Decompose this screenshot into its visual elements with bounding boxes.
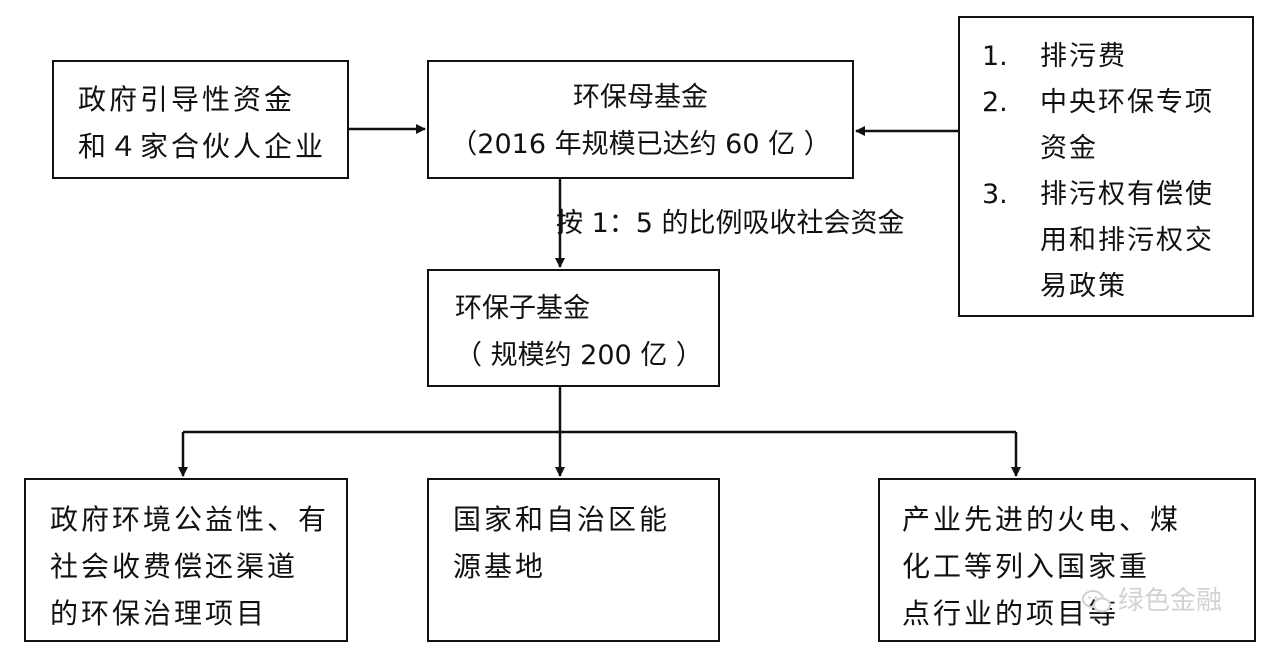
node-text-line: 和４家合伙人企业: [78, 130, 327, 163]
node-title: 环保子基金: [455, 293, 590, 324]
node-text-line: 产业先进的火电、煤: [902, 503, 1182, 536]
node-text-line: 社会收费偿还渠道: [50, 550, 299, 583]
node-text-line: 国家和自治区能: [453, 503, 671, 536]
edge-label-ratio: 按 1：5 的比例吸收社会资金: [556, 208, 905, 239]
node-mother-fund: 环保母基金 （2016 年规模已达约 60 亿 ）: [427, 60, 854, 179]
node-text-line: 政府引导性资金: [78, 83, 296, 116]
policy-item: 1. 排污费: [982, 34, 1252, 80]
node-target-energy: 国家和自治区能 源基地: [427, 478, 720, 642]
node-text-line: 点行业的项目等: [902, 597, 1120, 630]
policy-item: 3. 排污权有偿使 用和排污权交 易政策: [982, 172, 1252, 310]
node-policies: 1. 排污费 2. 中央环保专项 资金 3. 排污权有偿使 用和排污权交 易政策: [958, 16, 1254, 317]
node-text-line: 源基地: [453, 550, 547, 583]
policy-text-line: 排污权有偿使: [1040, 179, 1214, 210]
policy-number: 2.: [982, 87, 1008, 118]
wechat-icon: [1082, 589, 1112, 615]
node-subtitle: （2016 年规模已达约 60 亿 ）: [450, 129, 831, 160]
watermark-text: 绿色金融: [1118, 586, 1223, 616]
policy-number: 1.: [982, 41, 1008, 72]
policy-text-line: 易政策: [1040, 271, 1127, 302]
node-text-line: 的环保治理项目: [50, 597, 268, 630]
policy-item: 2. 中央环保专项 资金: [982, 80, 1252, 172]
node-left-source: 政府引导性资金 和４家合伙人企业: [52, 60, 349, 179]
node-target-gov: 政府环境公益性、有 社会收费偿还渠道 的环保治理项目: [24, 478, 348, 642]
node-text-line: 政府环境公益性、有: [50, 503, 330, 536]
policy-text-line: 用和排污权交: [1040, 225, 1214, 256]
policy-number: 3.: [982, 179, 1008, 210]
node-title: 环保母基金: [573, 82, 708, 113]
policy-text-line: 中央环保专项: [1040, 87, 1214, 118]
node-subtitle: （ 规模约 200 亿 ）: [455, 340, 703, 371]
policy-text-line: 排污费: [1040, 41, 1127, 72]
policy-text-line: 资金: [1040, 133, 1098, 164]
watermark: 绿色金融: [1082, 584, 1222, 618]
node-target-industry: 产业先进的火电、煤 化工等列入国家重 点行业的项目等: [878, 478, 1256, 642]
node-child-fund: 环保子基金 （ 规模约 200 亿 ）: [427, 269, 720, 387]
node-text-line: 化工等列入国家重: [902, 550, 1151, 583]
